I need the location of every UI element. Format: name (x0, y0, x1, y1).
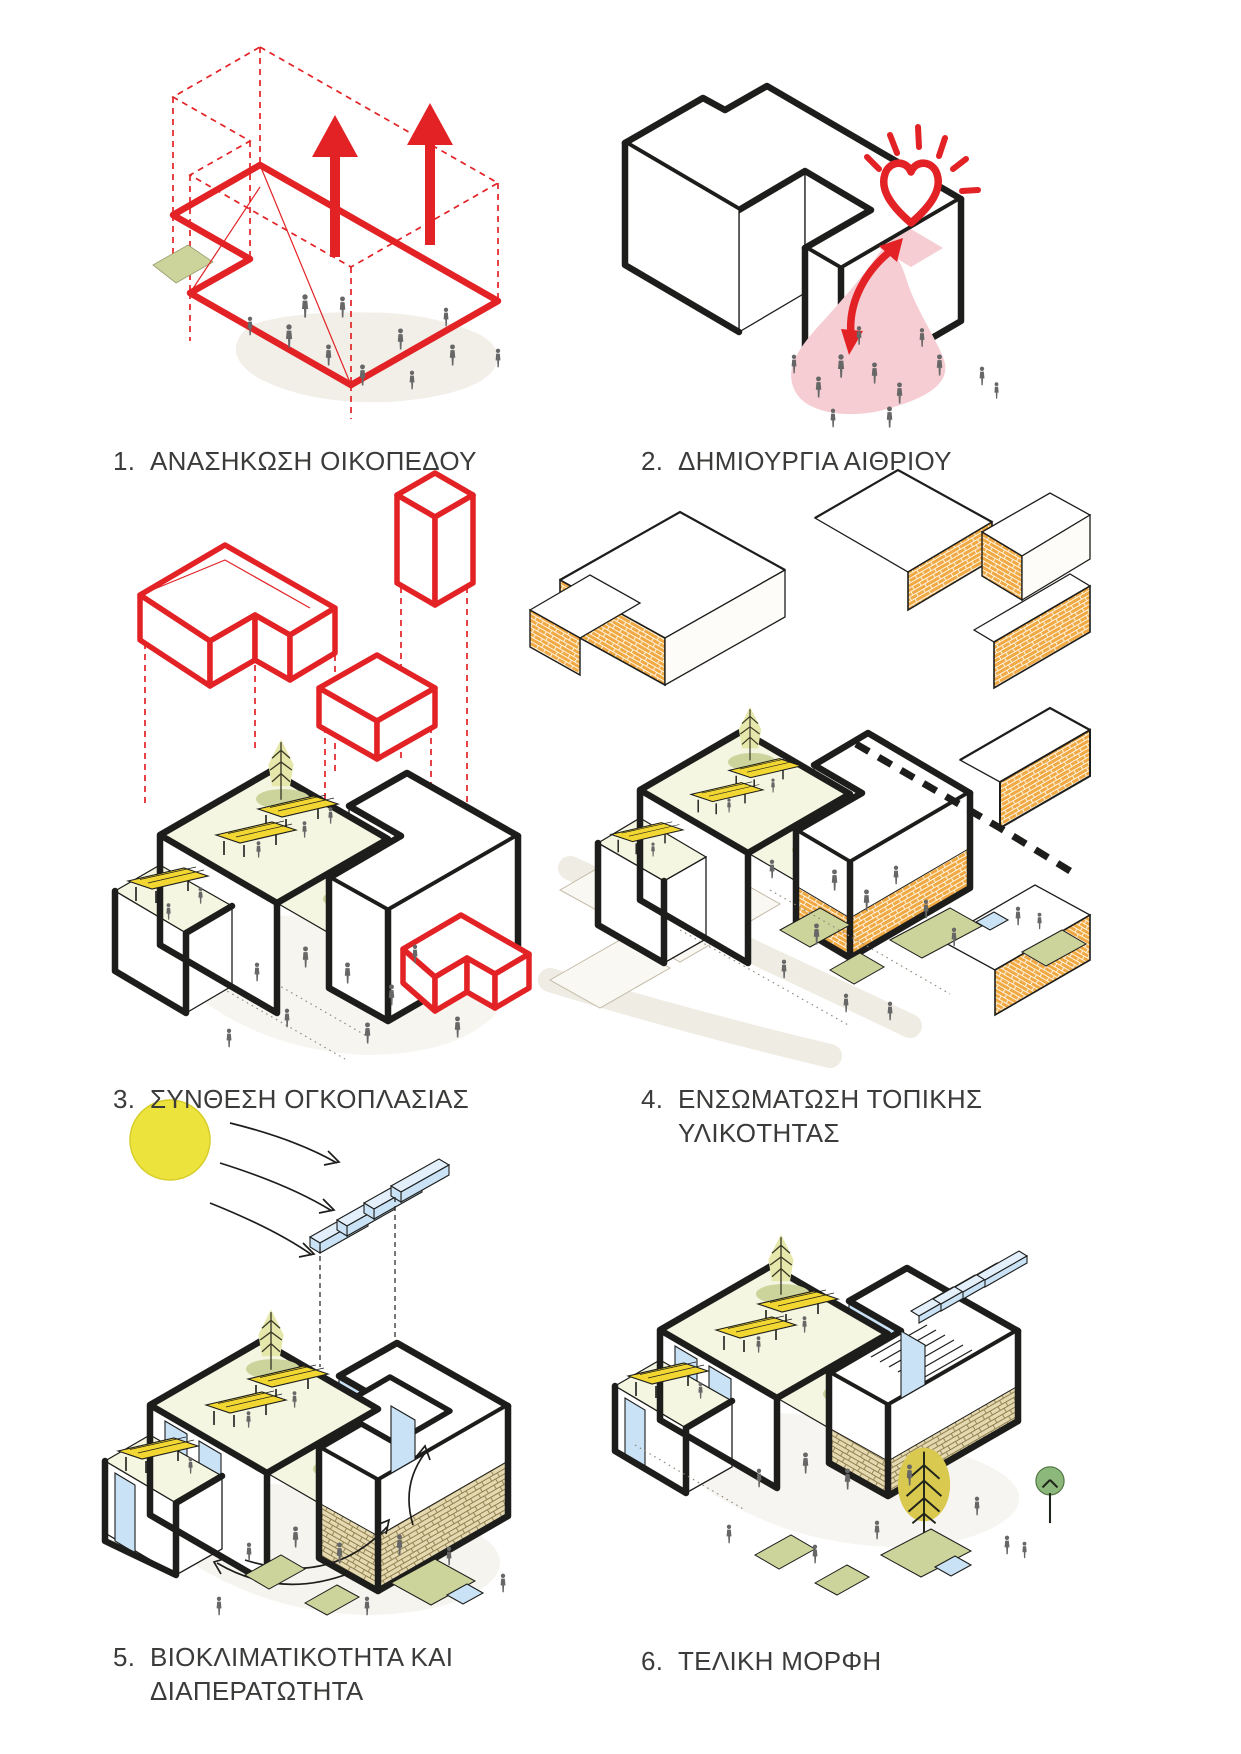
red-volume-bottom-slab (400, 912, 532, 1014)
planter (389, 1558, 477, 1606)
ground-blob (235, 312, 498, 403)
step-label: ΑΝΑΣΗΚΩΣΗ ΟΙΚΟΠΕΔΟΥ (150, 446, 477, 476)
wind-arrow-icon (209, 1122, 341, 1258)
water-feature (933, 1555, 973, 1577)
solar-panel-icon (909, 1250, 1029, 1324)
step-6-illustration-panel (575, 1115, 1075, 1635)
lifted-site-diagram (152, 46, 502, 419)
planter (813, 1564, 871, 1596)
dashed-envelope (171, 46, 500, 419)
red-volume-tower (394, 470, 476, 608)
heart-icon (864, 124, 981, 227)
step-caption-5: 5. ΒΙΟΚΛΙΜΑΤΙΚΟΤΗΤΑ ΚΑΙ ΔΙΑΠΕΡΑΤΩΤΗΤΑ (113, 1640, 453, 1708)
step-label: ΔΗΜΙΟΥΡΓΙΑ ΑΙΘΡΙΟΥ (678, 446, 952, 476)
planter (828, 952, 886, 985)
solar-panel-icon (308, 1158, 451, 1254)
context-building (813, 468, 994, 612)
sketch-building (548, 939, 672, 1009)
up-arrow-icon (312, 103, 453, 257)
water-feature (445, 1583, 485, 1605)
final-form-diagram (611, 1233, 1066, 1596)
step-number: 1. (113, 446, 136, 476)
planter (1020, 929, 1088, 967)
step-label-line2: ΔΙΑΠΕΡΑΤΩΤΗΤΑ (150, 1676, 364, 1706)
tree-icon (1034, 1465, 1066, 1525)
step-label: ΣΥΝΘΕΣΗ ΟΓΚΟΠΛΑΣΙΑΣ (150, 1084, 470, 1114)
planter (303, 1584, 361, 1616)
step-4-illustration-panel (528, 460, 1092, 1068)
context-building (528, 574, 642, 677)
planter (879, 1528, 973, 1578)
step-5-illustration-panel (95, 1055, 545, 1625)
main-building (594, 706, 974, 967)
step-label: ΕΝΣΩΜΑΤΩΣΗ ΤΟΠΙΚΗΣ (678, 1084, 983, 1114)
step-caption-3: 3. ΣΥΝΘΕΣΗ ΟΓΚΟΠΛΑΣΙΑΣ (113, 1082, 469, 1116)
step-number: 3. (113, 1084, 136, 1114)
step-label-line2: ΥΛΙΚΟΤΗΤΑΣ (678, 1118, 840, 1148)
massing-diagram (111, 470, 532, 1060)
bioclimatic-diagram (101, 1099, 512, 1616)
water-feature (974, 911, 1010, 931)
red-volume-l-slab (137, 542, 338, 689)
step-2-illustration-panel (585, 35, 1015, 430)
planter (243, 1554, 307, 1590)
context-materiality-diagram (528, 468, 1092, 1068)
planter (753, 1534, 817, 1570)
step-caption-6: 6. ΤΕΛΙΚΗ ΜΟΡΦΗ (641, 1644, 882, 1678)
context-building (980, 492, 1092, 602)
step-1-illustration-panel (100, 25, 530, 425)
step-number: 2. (641, 446, 664, 476)
context-building (972, 573, 1092, 690)
step-number: 4. (641, 1084, 664, 1114)
step-caption-4: 4. ΕΝΣΩΜΑΤΩΣΗ ΤΟΠΙΚΗΣ ΥΛΙΚΟΤΗΤΑΣ (641, 1082, 982, 1150)
glazing-strip (114, 1472, 136, 1554)
site-green-patch (152, 244, 214, 284)
step-caption-2: 2. ΔΗΜΙΟΥΡΓΙΑ ΑΙΘΡΙΟΥ (641, 444, 952, 478)
red-volume-court-box (316, 652, 438, 762)
airflow-arrow-icon (212, 1444, 431, 1586)
atrium-diagram (621, 82, 999, 428)
step-number: 6. (641, 1646, 664, 1676)
route-dashed-line (854, 740, 1077, 877)
step-3-illustration-panel (105, 455, 532, 1075)
sun-icon (129, 1099, 211, 1181)
step-label: ΤΕΛΙΚΗ ΜΟΡΦΗ (678, 1646, 882, 1676)
courtyard-activity-blob (791, 245, 946, 415)
context-building (958, 706, 1092, 830)
step-number: 5. (113, 1642, 136, 1672)
step-label: ΒΙΟΚΛΙΜΑΤΙΚΟΤΗΤΑ ΚΑΙ (150, 1642, 454, 1672)
step-caption-1: 1. ΑΝΑΣΗΚΩΣΗ ΟΙΚΟΠΕΔΟΥ (113, 444, 477, 478)
